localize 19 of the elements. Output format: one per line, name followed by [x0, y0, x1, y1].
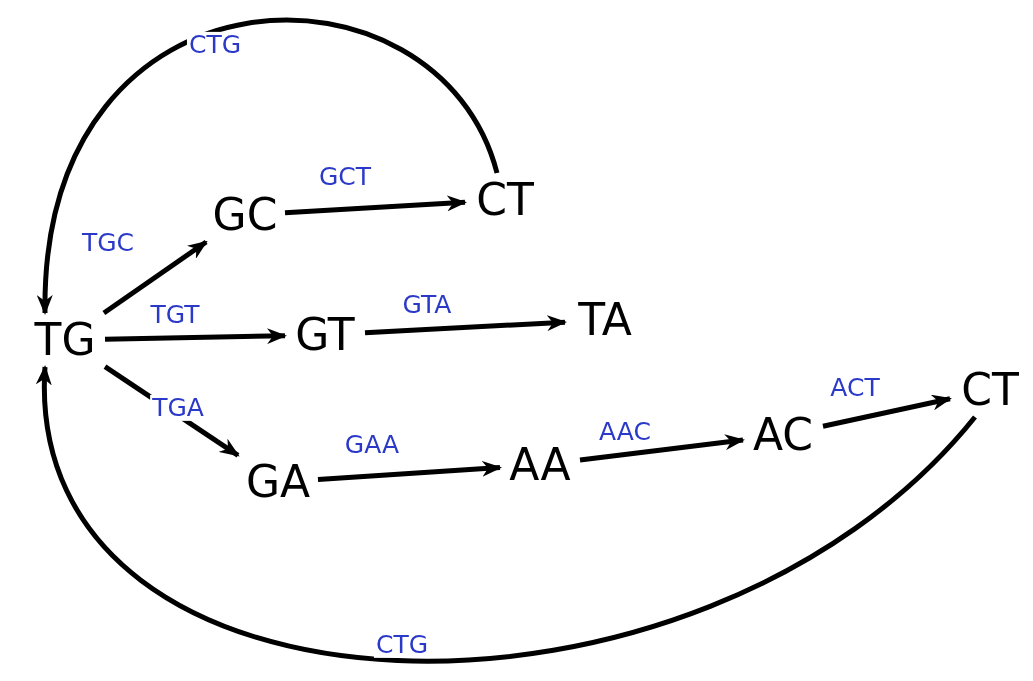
node-label: CT	[476, 178, 534, 222]
edge-label: TGA	[150, 394, 206, 422]
arrow	[364, 315, 567, 336]
node-label: GA	[245, 460, 311, 504]
node-label: TA	[578, 298, 632, 342]
arrow	[284, 195, 467, 216]
node-label: CT	[961, 368, 1019, 412]
node-label: GT	[295, 313, 355, 357]
arrow	[38, 365, 977, 663]
node-label: GC	[212, 193, 278, 237]
node-label: AA	[509, 443, 571, 487]
arrow	[104, 328, 287, 345]
arrow	[317, 460, 502, 482]
node-label: TG	[34, 318, 96, 362]
node-label: AC	[752, 413, 814, 457]
arrow	[38, 18, 500, 315]
arrow	[102, 239, 208, 316]
arrow	[822, 394, 952, 429]
arrow	[579, 434, 745, 463]
